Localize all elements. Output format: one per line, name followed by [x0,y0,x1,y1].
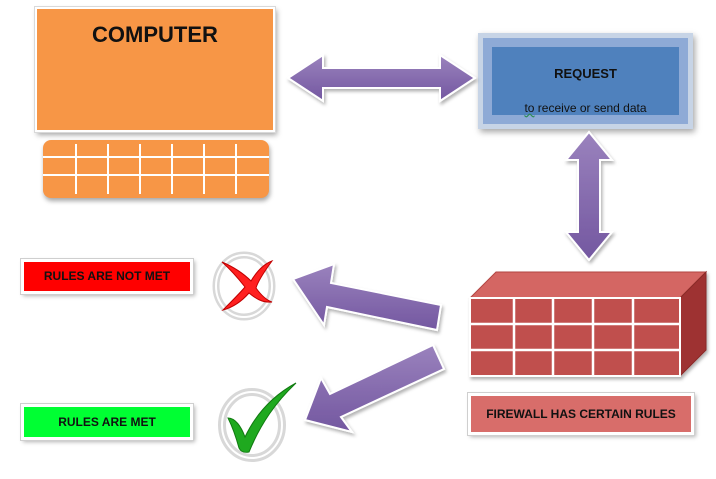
request-subtitle: to receive or send data [524,101,647,115]
arrow-computer-request [286,53,477,103]
rules-not-met-label: RULES ARE NOT MET [21,259,193,294]
keyboard-grid-icon [43,144,269,194]
arrow-to-rules-not-met [291,262,443,332]
arrow-request-firewall [563,130,615,262]
firewall-label: FIREWALL HAS CERTAIN RULES [468,393,694,435]
request-box: REQUEST to receive or send data [478,33,693,129]
red-cross-icon [212,251,276,321]
computer-box: COMPUTER [35,7,275,132]
request-title: REQUEST [554,66,617,81]
arrow-to-rules-met [303,343,446,434]
computer-title: COMPUTER [92,22,218,47]
firewall-brick-wall-icon [468,270,708,378]
rules-met-label: RULES ARE MET [21,404,193,440]
keyboard-icon [43,140,269,198]
green-check-icon [218,382,297,462]
